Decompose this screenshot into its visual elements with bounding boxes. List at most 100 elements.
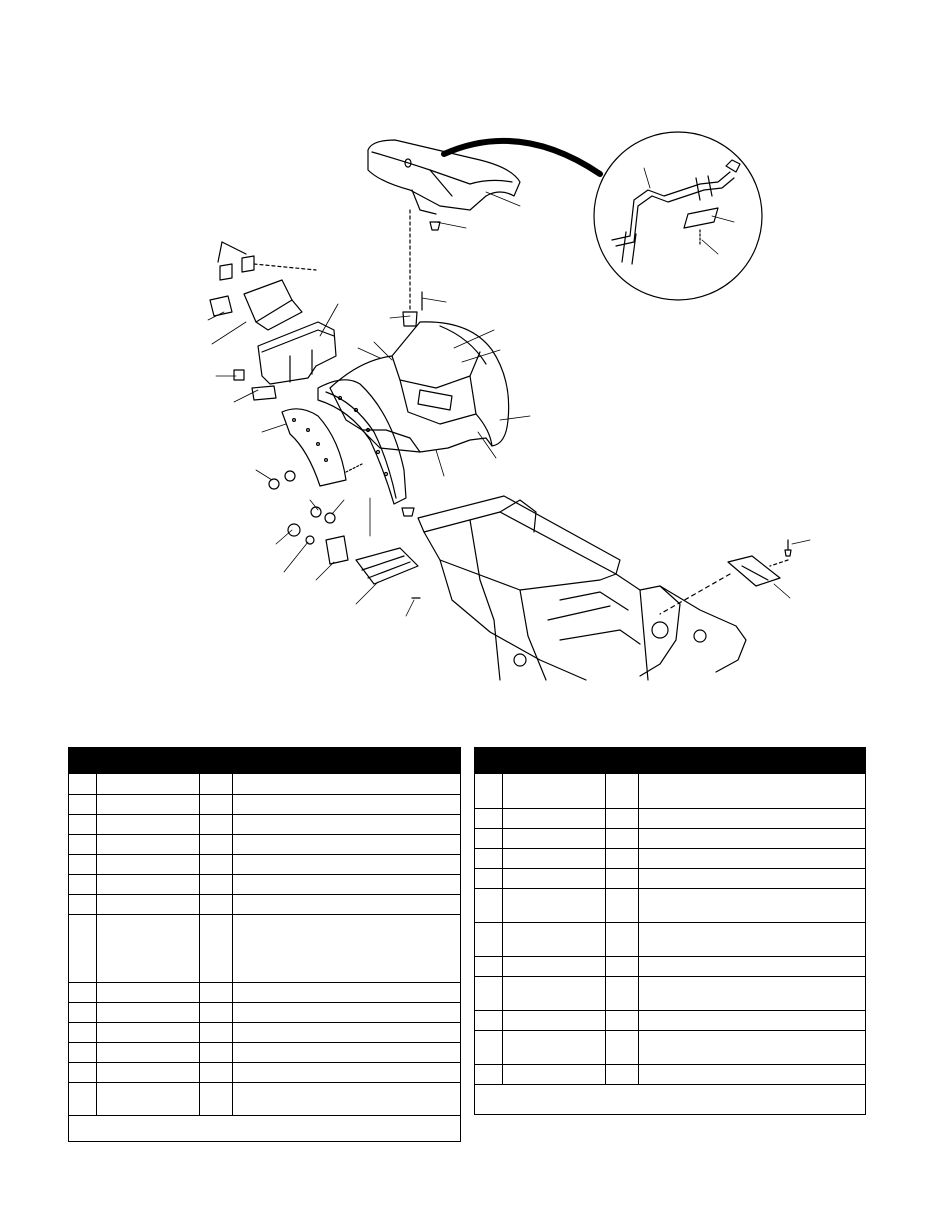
table-cell bbox=[198, 1081, 233, 1116]
table-cell bbox=[69, 1021, 97, 1043]
table-cell bbox=[198, 1041, 233, 1063]
table-cell bbox=[95, 873, 200, 895]
table-cell bbox=[637, 867, 865, 889]
table-cell bbox=[475, 1009, 503, 1031]
table-cell bbox=[198, 813, 233, 835]
table-cell bbox=[231, 981, 460, 1003]
table-cell bbox=[604, 887, 639, 923]
table-row bbox=[475, 774, 865, 809]
table-cell bbox=[69, 1081, 97, 1116]
table-row bbox=[69, 1041, 460, 1063]
table-row bbox=[69, 793, 460, 815]
table-cell bbox=[231, 1081, 460, 1116]
table-cell bbox=[198, 873, 233, 895]
table-cell bbox=[604, 955, 639, 977]
mud-flap-drawing bbox=[281, 408, 347, 487]
table-row bbox=[475, 807, 865, 829]
table-cell bbox=[198, 1021, 233, 1043]
seat-latch-detail bbox=[593, 131, 763, 301]
table-cell bbox=[198, 893, 233, 915]
table-cell bbox=[69, 981, 97, 1003]
table-row bbox=[475, 867, 865, 889]
table-cell bbox=[501, 921, 606, 957]
table-row bbox=[69, 873, 460, 895]
table-cell bbox=[69, 813, 97, 835]
table-cell bbox=[231, 1001, 460, 1023]
table-row bbox=[475, 1063, 865, 1085]
side-fender-drawing bbox=[317, 379, 407, 505]
table-cell bbox=[637, 975, 865, 1011]
table-cell bbox=[475, 807, 503, 829]
table-cell bbox=[231, 1041, 460, 1063]
table-row bbox=[475, 955, 865, 977]
table-cell bbox=[501, 955, 606, 977]
parts-table-right-grid bbox=[475, 774, 865, 1085]
table-cell bbox=[69, 853, 97, 875]
table-cell bbox=[95, 893, 200, 915]
exploded-parts-diagram bbox=[207, 131, 811, 681]
table-cell bbox=[95, 1001, 200, 1023]
table-cell bbox=[95, 1041, 200, 1063]
table-cell bbox=[475, 955, 503, 977]
parts-table-left-grid bbox=[69, 774, 460, 1116]
table-cell bbox=[637, 955, 865, 977]
table-cell bbox=[231, 893, 460, 915]
table-cell bbox=[604, 921, 639, 957]
table-cell bbox=[604, 847, 639, 869]
grommets-drawing bbox=[217, 241, 317, 281]
table-cell bbox=[637, 847, 865, 869]
table-row bbox=[69, 1081, 460, 1116]
table-cell bbox=[198, 833, 233, 855]
table-cell bbox=[604, 774, 639, 809]
table-cell bbox=[95, 793, 200, 815]
table-cell bbox=[198, 1061, 233, 1083]
table-cell bbox=[95, 1061, 200, 1083]
table-row bbox=[69, 1021, 460, 1043]
table-cell bbox=[198, 853, 233, 875]
table-cell bbox=[501, 1029, 606, 1065]
table-cell bbox=[95, 774, 200, 795]
table-cell bbox=[637, 827, 865, 849]
side-plate-drawing bbox=[659, 539, 811, 615]
table-cell bbox=[501, 827, 606, 849]
table-cell bbox=[95, 833, 200, 855]
table-cell bbox=[198, 793, 233, 815]
table-cell bbox=[475, 774, 503, 809]
table-cell bbox=[231, 853, 460, 875]
rear-fender-drawing bbox=[329, 321, 510, 453]
table-row bbox=[69, 893, 460, 915]
table-cell bbox=[501, 847, 606, 869]
table-row bbox=[69, 981, 460, 1003]
table-row bbox=[69, 1061, 460, 1083]
table-cell bbox=[95, 853, 200, 875]
table-cell bbox=[475, 847, 503, 869]
table-cell bbox=[604, 827, 639, 849]
parts-table-left-header bbox=[69, 748, 460, 774]
table-cell bbox=[637, 1029, 865, 1065]
table-cell bbox=[637, 807, 865, 829]
table-row bbox=[475, 827, 865, 849]
table-cell bbox=[501, 887, 606, 923]
table-cell bbox=[604, 867, 639, 889]
table-cell bbox=[69, 873, 97, 895]
table-cell bbox=[475, 1029, 503, 1065]
table-cell bbox=[69, 1001, 97, 1023]
table-cell bbox=[637, 921, 865, 957]
table-row bbox=[69, 853, 460, 875]
table-cell bbox=[231, 833, 460, 855]
table-cell bbox=[604, 975, 639, 1011]
table-cell bbox=[231, 1061, 460, 1083]
table-cell bbox=[231, 793, 460, 815]
table-cell bbox=[198, 981, 233, 1003]
table-cell bbox=[475, 975, 503, 1011]
table-cell bbox=[637, 887, 865, 923]
table-cell bbox=[69, 913, 97, 983]
hardware-drawing bbox=[268, 463, 421, 599]
frame-drawing bbox=[417, 495, 747, 681]
table-cell bbox=[501, 1009, 606, 1031]
table-cell bbox=[475, 867, 503, 889]
callout-leader-lines bbox=[207, 297, 531, 617]
table-cell bbox=[475, 827, 503, 849]
table-row bbox=[69, 1001, 460, 1023]
table-row bbox=[475, 921, 865, 957]
